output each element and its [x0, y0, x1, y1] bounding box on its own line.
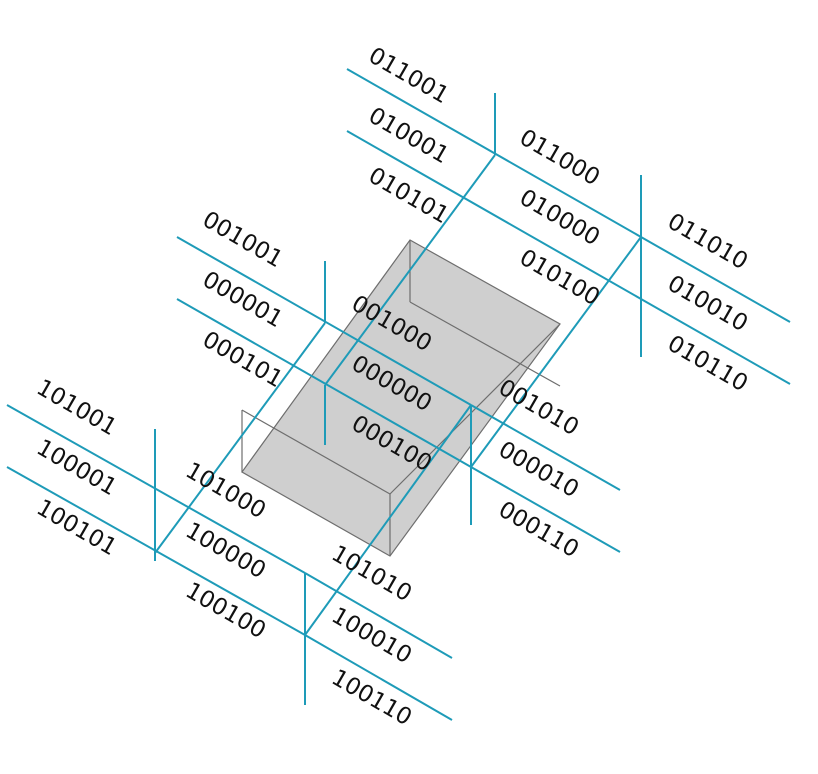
vertex-label: 011010 — [663, 209, 752, 275]
grid-line — [304, 634, 453, 721]
grid-line — [154, 322, 326, 554]
vertex-label: 101010 — [327, 541, 416, 607]
grid-line — [346, 130, 642, 300]
grid-line — [324, 154, 496, 386]
vertex-label: 010001 — [364, 103, 453, 169]
vertex-label: 001001 — [198, 207, 287, 273]
vertex-label: 100010 — [327, 603, 416, 669]
vertex-label: 010101 — [364, 163, 453, 229]
grid-layer-middle — [154, 236, 621, 636]
prism-edge — [409, 301, 561, 387]
highlighted-prism — [241, 239, 561, 557]
vertex-label: 100100 — [181, 578, 270, 644]
prism-edge — [241, 409, 391, 495]
prism-edge — [389, 323, 561, 495]
vertex-label: 000001 — [198, 267, 287, 333]
vertex-label: 100110 — [327, 665, 416, 731]
vertex-label: 001010 — [494, 375, 583, 441]
vertex-label: 100101 — [32, 495, 121, 561]
grid-line — [470, 404, 621, 491]
vertex-label: 011001 — [364, 43, 453, 109]
vertex-label: 010010 — [663, 271, 752, 337]
grid-layer-bottom — [6, 404, 453, 721]
vertex-label: 010110 — [663, 331, 752, 397]
vertex-label: 101001 — [32, 375, 121, 441]
grid-line — [470, 236, 642, 468]
grid-line — [640, 298, 791, 385]
grid-line — [640, 236, 791, 323]
grid-line — [470, 466, 621, 553]
grid-layer-top — [324, 68, 791, 468]
grid-line — [304, 404, 472, 636]
vertex-label: 000010 — [494, 437, 583, 503]
grid-line — [176, 298, 472, 468]
vertex-label: 011000 — [515, 125, 604, 191]
grid-line — [304, 572, 453, 659]
vertex-label: 010100 — [515, 245, 604, 311]
vertex-label: 010000 — [515, 185, 604, 251]
